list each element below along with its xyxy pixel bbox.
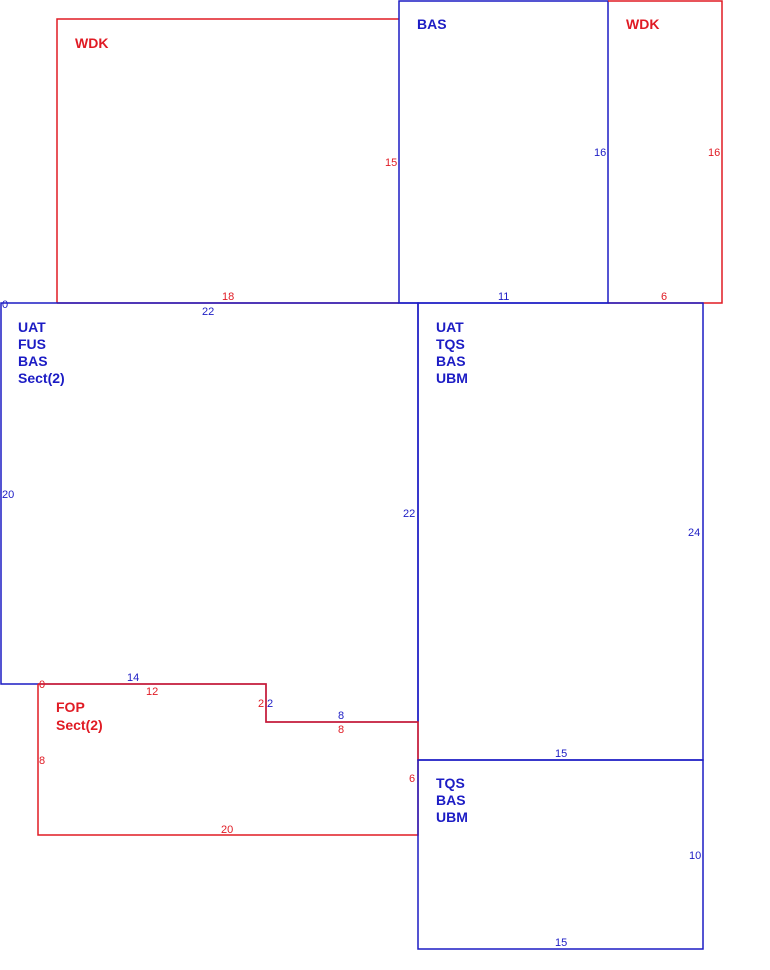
room-uat-fus-dim-bottom: 14 bbox=[127, 672, 139, 684]
room-tqs-bas-ubm-label-1: TQS bbox=[436, 775, 465, 791]
room-bas-top-label: BAS bbox=[417, 16, 447, 32]
room-bas-top-dim-right: 16 bbox=[594, 147, 606, 159]
room-wdk-left: WDK 15 18 bbox=[56, 18, 399, 304]
room-uat-tqs-dim-right: 24 bbox=[688, 527, 700, 539]
room-fop-dim-top: 12 bbox=[146, 686, 158, 698]
room-wdk-left-label: WDK bbox=[75, 35, 108, 51]
room-uat-fus-dim-step: 2 bbox=[267, 698, 273, 710]
room-fop-dim-origin: 0 bbox=[39, 679, 45, 691]
room-uat-fus-outline bbox=[0, 302, 419, 723]
room-fop-label-2: Sect(2) bbox=[56, 717, 103, 733]
room-bas-top-outline bbox=[398, 0, 609, 304]
room-uat-tqs-label-2: TQS bbox=[436, 336, 465, 352]
room-uat-fus-dim-origin: 0 bbox=[2, 299, 8, 311]
room-bas-top: BAS 16 11 bbox=[398, 0, 609, 304]
room-uat-fus-label-1: UAT bbox=[18, 319, 46, 335]
room-wdk-right-dim-right: 16 bbox=[708, 147, 720, 159]
room-fop-dim-step: 2 bbox=[258, 698, 264, 710]
room-bas-top-dim-bottom: 11 bbox=[498, 291, 509, 303]
room-fop-dim-right: 6 bbox=[409, 773, 415, 785]
room-tqs-bas-ubm-label-3: UBM bbox=[436, 809, 468, 825]
room-wdk-right: WDK 16 6 bbox=[608, 0, 723, 304]
room-wdk-left-dim-bottom: 18 bbox=[222, 291, 234, 303]
room-tqs-bas-ubm-outline bbox=[417, 759, 704, 950]
room-uat-tqs: UAT TQS BAS UBM 24 15 bbox=[417, 302, 704, 761]
room-fop-outline bbox=[37, 683, 419, 836]
room-uat-fus-dim-right: 22 bbox=[403, 508, 415, 520]
room-wdk-right-label: WDK bbox=[626, 16, 659, 32]
room-wdk-left-outline bbox=[56, 18, 399, 303]
room-wdk-right-outline bbox=[608, 0, 723, 304]
room-wdk-left-dim-right: 15 bbox=[385, 157, 397, 169]
room-fop-label-1: FOP bbox=[56, 699, 85, 715]
room-fop-dim-bottom: 20 bbox=[221, 824, 233, 836]
room-uat-fus-dim-left: 20 bbox=[2, 489, 14, 501]
room-uat-tqs-label-1: UAT bbox=[436, 319, 464, 335]
room-uat-fus-label-4: Sect(2) bbox=[18, 370, 65, 386]
room-fop-dim-left: 8 bbox=[39, 755, 45, 767]
room-uat-fus-dim-top: 22 bbox=[202, 306, 214, 318]
room-uat-tqs-label-3: BAS bbox=[436, 353, 466, 369]
room-tqs-bas-ubm-dim-right: 10 bbox=[689, 850, 701, 862]
room-uat-fus-dim-step-bottom: 8 bbox=[338, 710, 344, 722]
room-uat-fus: UAT FUS BAS Sect(2) 0 22 20 22 14 2 8 bbox=[0, 299, 419, 723]
room-uat-tqs-dim-bottom: 15 bbox=[555, 748, 567, 760]
room-tqs-bas-ubm-label-2: BAS bbox=[436, 792, 466, 808]
room-fop: FOP Sect(2) 0 12 2 8 8 6 20 bbox=[37, 679, 419, 836]
room-uat-fus-label-3: BAS bbox=[18, 353, 48, 369]
room-fop-dim-step-bottom: 8 bbox=[338, 724, 344, 736]
room-wdk-right-dim-bottom: 6 bbox=[661, 291, 667, 303]
room-tqs-bas-ubm: TQS BAS UBM 10 15 bbox=[417, 759, 704, 950]
room-tqs-bas-ubm-dim-bottom: 15 bbox=[555, 937, 567, 949]
room-uat-fus-label-2: FUS bbox=[18, 336, 46, 352]
room-uat-tqs-label-4: UBM bbox=[436, 370, 468, 386]
